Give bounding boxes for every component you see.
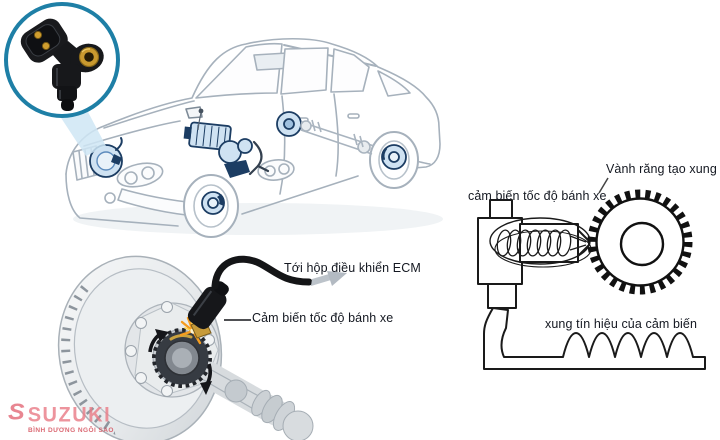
- connector-pin: [41, 41, 51, 51]
- abs-sensor-photo-inset: [4, 2, 120, 118]
- wheel-hub-tone-ring-illustration: [57, 255, 347, 440]
- sensor-cable: [211, 255, 313, 290]
- master-cylinder: [218, 138, 253, 178]
- abs-sensor-icon: [20, 18, 104, 111]
- watermark-brand: SUZUKI: [27, 403, 112, 427]
- car-cutaway-illustration: [65, 37, 443, 238]
- brake-cable: [248, 140, 270, 176]
- sensor-housing: [477, 199, 590, 309]
- wheel-speed-sensor: [187, 281, 229, 339]
- label-wheel-speed-sensor-cutaway: cảm biến tốc độ bánh xe: [468, 189, 607, 203]
- label-sensor-signal: xung tín hiệu của cảm biến: [545, 317, 698, 331]
- rear-brake-booster: [276, 111, 302, 137]
- headlight-left: [116, 162, 164, 188]
- label-tone-ring: Vành răng tạo xung: [606, 162, 717, 176]
- label-wheel-speed-sensor: Cảm biến tốc độ bánh xe: [252, 311, 394, 325]
- signal-waveform: [483, 307, 706, 370]
- front-brake-rotor: [201, 191, 225, 215]
- suzuki-s-logo: S: [8, 399, 25, 425]
- pulse-tone-ring: [587, 189, 693, 295]
- sensor-coil: [496, 229, 572, 257]
- sensor-cutaway-diagram: [477, 177, 706, 370]
- watermark: S SUZUKI BÌNH DƯƠNG NGÔI SAO: [8, 400, 114, 435]
- rear-brake-drum: [381, 144, 407, 170]
- label-to-ecm: Tới hộp điều khiển ECM: [284, 261, 421, 275]
- sensor-wire-antenna: [197, 108, 204, 131]
- watermark-tagline: BÌNH DƯƠNG NGÔI SAO: [28, 427, 114, 434]
- ecm-direction-arrow: [311, 271, 347, 286]
- rotation-arrow: [148, 329, 212, 395]
- driveshaft: [300, 119, 375, 155]
- tone-ring-label-line: [598, 177, 609, 194]
- abs-ecm-module: [183, 121, 232, 151]
- connector-pin: [33, 30, 43, 40]
- headlight-right: [257, 159, 295, 181]
- tone-ring-gear: [152, 328, 212, 388]
